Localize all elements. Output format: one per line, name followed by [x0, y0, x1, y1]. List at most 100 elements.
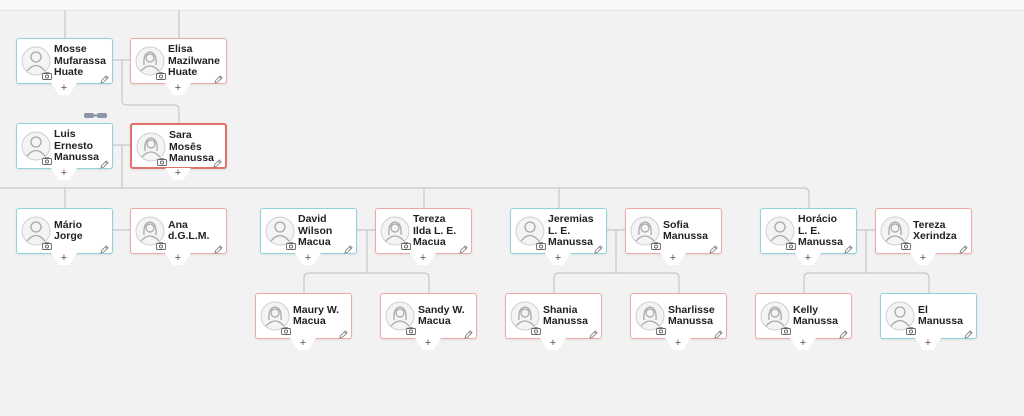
pencil-icon[interactable]	[709, 241, 718, 254]
camera-icon[interactable]	[406, 322, 416, 335]
pencil-icon[interactable]	[214, 71, 223, 84]
add-relative-button[interactable]: +	[51, 168, 77, 180]
add-relative-button[interactable]: +	[410, 253, 436, 265]
add-relative-button[interactable]: +	[165, 83, 191, 95]
person-name: Horácio L. E. Manussa	[798, 213, 843, 248]
camera-icon[interactable]	[281, 322, 291, 335]
add-relative-button[interactable]: +	[295, 253, 321, 265]
pencil-icon[interactable]	[589, 326, 598, 339]
add-relative-button[interactable]: +	[165, 168, 191, 180]
pencil-icon[interactable]	[844, 241, 853, 254]
person-card-luis[interactable]: Luis Ernesto Manussa	[16, 123, 113, 169]
person-name: Elisa Mazilwane Huate	[168, 43, 220, 78]
pencil-icon[interactable]	[339, 326, 348, 339]
person-card-sofia[interactable]: Sofia Manussa	[625, 208, 722, 254]
person-card-mario[interactable]: Mário Jorge	[16, 208, 113, 254]
person-card-ana[interactable]: Ana d.G.L.M.	[130, 208, 227, 254]
add-relative-button[interactable]: +	[540, 338, 566, 350]
pencil-icon[interactable]	[464, 326, 473, 339]
pencil-icon[interactable]	[100, 241, 109, 254]
person-card-el[interactable]: El Manussa	[880, 293, 977, 339]
person-silhouette-icon	[885, 301, 915, 331]
camera-icon[interactable]	[42, 67, 52, 80]
person-card-horacio[interactable]: Horácio L. E. Manussa	[760, 208, 857, 254]
add-relative-button[interactable]: +	[51, 83, 77, 95]
camera-icon[interactable]	[157, 153, 167, 166]
person-card-jeremias[interactable]: Jeremias L. E. Manussa	[510, 208, 607, 254]
person-card-david[interactable]: David Wilson Macua	[260, 208, 357, 254]
add-relative-button[interactable]: +	[665, 338, 691, 350]
person-silhouette-icon	[21, 216, 51, 246]
person-name: Mosse Mufarassa Huate	[54, 43, 106, 78]
camera-icon[interactable]	[42, 152, 52, 165]
person-card-sandy[interactable]: Sandy W. Macua	[380, 293, 477, 339]
person-name: El Manussa	[918, 303, 963, 327]
camera-icon[interactable]	[156, 237, 166, 250]
person-silhouette-icon	[880, 216, 910, 246]
person-card-elisa[interactable]: Elisa Mazilwane Huate	[130, 38, 227, 84]
person-name: Tereza Xerindza	[913, 218, 957, 242]
person-name: Shania Manussa	[543, 303, 588, 327]
add-relative-button[interactable]: +	[545, 253, 571, 265]
person-name: Sara Mosês Manussa	[169, 129, 214, 164]
add-relative-button[interactable]: +	[290, 338, 316, 350]
person-name: Sharlisse Manussa	[668, 303, 715, 327]
person-silhouette-icon	[765, 216, 795, 246]
pencil-icon[interactable]	[214, 241, 223, 254]
camera-icon[interactable]	[786, 237, 796, 250]
person-card-tereza-ilda[interactable]: Tereza Ilda L. E. Macua	[375, 208, 472, 254]
person-silhouette-icon	[136, 132, 166, 162]
person-card-shania[interactable]: Shania Manussa	[505, 293, 602, 339]
add-relative-button[interactable]: +	[415, 338, 441, 350]
person-card-kelly[interactable]: Kelly Manussa	[755, 293, 852, 339]
person-card-tereza-x[interactable]: Tereza Xerindza	[875, 208, 972, 254]
camera-icon[interactable]	[531, 322, 541, 335]
person-silhouette-icon	[21, 131, 51, 161]
pencil-icon[interactable]	[594, 241, 603, 254]
pencil-icon[interactable]	[839, 326, 848, 339]
person-silhouette-icon	[21, 46, 51, 76]
camera-icon[interactable]	[286, 237, 296, 250]
add-relative-button[interactable]: +	[910, 253, 936, 265]
add-relative-button[interactable]: +	[51, 253, 77, 265]
add-relative-button[interactable]: +	[660, 253, 686, 265]
couple-link-icon	[84, 113, 107, 118]
camera-icon[interactable]	[536, 237, 546, 250]
add-relative-button[interactable]: +	[915, 338, 941, 350]
person-card-sara[interactable]: Sara Mosês Manussa	[130, 123, 227, 169]
person-silhouette-icon	[510, 301, 540, 331]
person-name: Kelly Manussa	[793, 303, 838, 327]
pencil-icon[interactable]	[213, 155, 222, 168]
camera-icon[interactable]	[901, 237, 911, 250]
add-relative-button[interactable]: +	[795, 253, 821, 265]
pencil-icon[interactable]	[100, 71, 109, 84]
person-card-maury[interactable]: Maury W. Macua	[255, 293, 352, 339]
camera-icon[interactable]	[781, 322, 791, 335]
camera-icon[interactable]	[656, 322, 666, 335]
pencil-icon[interactable]	[344, 241, 353, 254]
camera-icon[interactable]	[156, 67, 166, 80]
person-card-mosse[interactable]: Mosse Mufarassa Huate	[16, 38, 113, 84]
camera-icon[interactable]	[42, 237, 52, 250]
person-silhouette-icon	[380, 216, 410, 246]
pencil-icon[interactable]	[714, 326, 723, 339]
pencil-icon[interactable]	[100, 156, 109, 169]
person-silhouette-icon	[260, 301, 290, 331]
pencil-icon[interactable]	[959, 241, 968, 254]
person-name: David Wilson Macua	[298, 213, 333, 248]
person-name: Luis Ernesto Manussa	[54, 128, 99, 163]
person-silhouette-icon	[135, 46, 165, 76]
pencil-icon[interactable]	[964, 326, 973, 339]
add-relative-button[interactable]: +	[165, 253, 191, 265]
person-silhouette-icon	[385, 301, 415, 331]
add-relative-button[interactable]: +	[790, 338, 816, 350]
pencil-icon[interactable]	[459, 241, 468, 254]
person-silhouette-icon	[630, 216, 660, 246]
top-bar	[0, 0, 1024, 11]
camera-icon[interactable]	[651, 237, 661, 250]
camera-icon[interactable]	[401, 237, 411, 250]
person-silhouette-icon	[265, 216, 295, 246]
camera-icon[interactable]	[906, 322, 916, 335]
person-card-sharlisse[interactable]: Sharlisse Manussa	[630, 293, 727, 339]
